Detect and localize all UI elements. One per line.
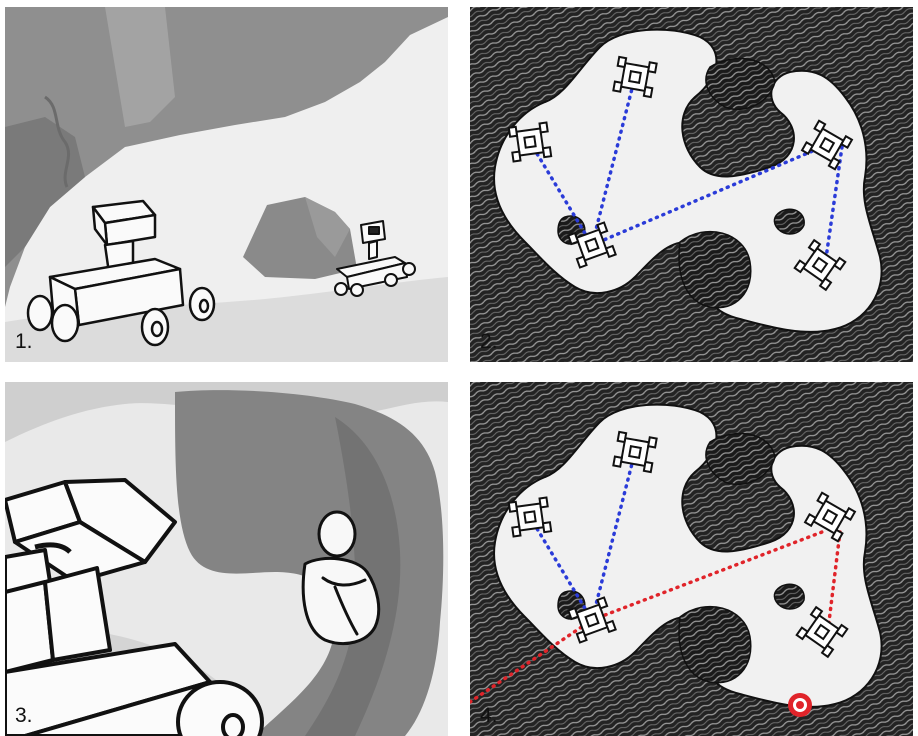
target-icon [788,693,812,717]
panel-2-number: 2. [480,330,498,353]
person-icon [301,510,381,645]
panel-1-number: 1. [15,330,33,353]
rover-icon [793,238,847,292]
panel-4-map [470,382,913,736]
rover-markers [507,55,854,292]
panel-3-scene [5,382,448,736]
rover-icon [795,605,849,659]
rover-icon [800,119,854,171]
comm-links [528,75,844,267]
rover-icon [507,121,553,163]
panel-3-number: 3. [15,704,33,727]
panel-4-number: 4. [480,704,498,727]
rover-icon [803,491,857,543]
comm-links [528,450,637,622]
rover-icon [567,221,617,269]
panel-1-scene [5,7,448,362]
rover-icon [507,496,553,538]
panel-2-map [470,7,913,362]
rover-icon [612,55,658,99]
rover-large [26,199,216,347]
rover-closeup [5,478,264,736]
panel-1: 1. [5,7,448,362]
panel-3: 3. [5,382,448,736]
lost-links [470,530,842,704]
rover-icon [567,596,617,644]
rover-markers [507,430,857,659]
rover-icon [612,430,658,474]
rover-small [334,220,416,297]
panel-2: 2. [470,7,913,362]
panel-4: 4. [470,382,913,736]
